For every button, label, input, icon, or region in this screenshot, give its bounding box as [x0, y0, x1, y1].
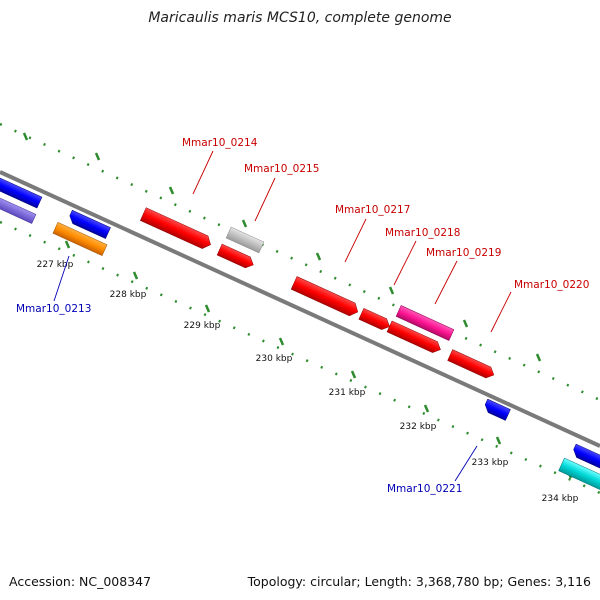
gene-feature[interactable]	[52, 222, 108, 256]
gene-feature[interactable]	[447, 349, 497, 381]
scale-label: 229 kbp	[184, 321, 221, 331]
scale-label: 228 kbp	[110, 290, 147, 300]
gene-feature[interactable]	[395, 305, 455, 341]
gene-feature[interactable]	[67, 209, 111, 239]
gene-label[interactable]: Mmar10_0220	[514, 279, 589, 291]
gene-label[interactable]: Mmar10_0221	[387, 483, 462, 495]
map-title: Maricaulis maris MCS10, complete genome	[148, 10, 452, 26]
outer-major-ticks	[22, 132, 542, 362]
gene-feature[interactable]	[290, 276, 361, 319]
gene-feature[interactable]	[483, 398, 511, 421]
gene-label[interactable]: Mmar10_0219	[426, 247, 501, 259]
scale-label: 227 kbp	[37, 260, 74, 270]
accession-text: Accession: NC_008347	[9, 574, 152, 589]
gene-feature[interactable]	[386, 320, 443, 355]
gene-label[interactable]: Mmar10_0213	[16, 303, 91, 315]
scale-label: 232 kbp	[400, 422, 437, 432]
inner-major-ticks	[64, 240, 573, 479]
gene-feature[interactable]	[216, 243, 256, 270]
gene-label[interactable]: Mmar10_0217	[335, 204, 410, 216]
scale-label: 230 kbp	[256, 354, 293, 364]
scale-label: 234 kbp	[542, 494, 579, 504]
gene-feature[interactable]	[140, 207, 213, 251]
gene-labels: Mmar10_0213 Mmar10_0214 Mmar10_0215 Mmar…	[16, 137, 589, 495]
gene-feature[interactable]	[0, 172, 43, 209]
label-leaders	[53, 150, 512, 482]
scale-label: 231 kbp	[329, 388, 366, 398]
genome-backbone	[0, 170, 600, 448]
gene-feature[interactable]	[358, 307, 392, 332]
gene-feature[interactable]	[571, 443, 600, 472]
gene-feature[interactable]	[558, 457, 600, 495]
gene-feature[interactable]	[225, 226, 265, 254]
genome-summary-text: Topology: circular; Length: 3,368,780 bp…	[247, 574, 591, 589]
gene-feature[interactable]	[0, 191, 37, 224]
gene-label[interactable]: Mmar10_0214	[182, 137, 258, 149]
scale-labels: 227 kbp 228 kbp 229 kbp 230 kbp 231 kbp …	[37, 260, 579, 504]
scale-label: 233 kbp	[472, 458, 509, 468]
gene-label[interactable]: Mmar10_0215	[244, 163, 319, 175]
gene-label[interactable]: Mmar10_0218	[385, 227, 460, 239]
